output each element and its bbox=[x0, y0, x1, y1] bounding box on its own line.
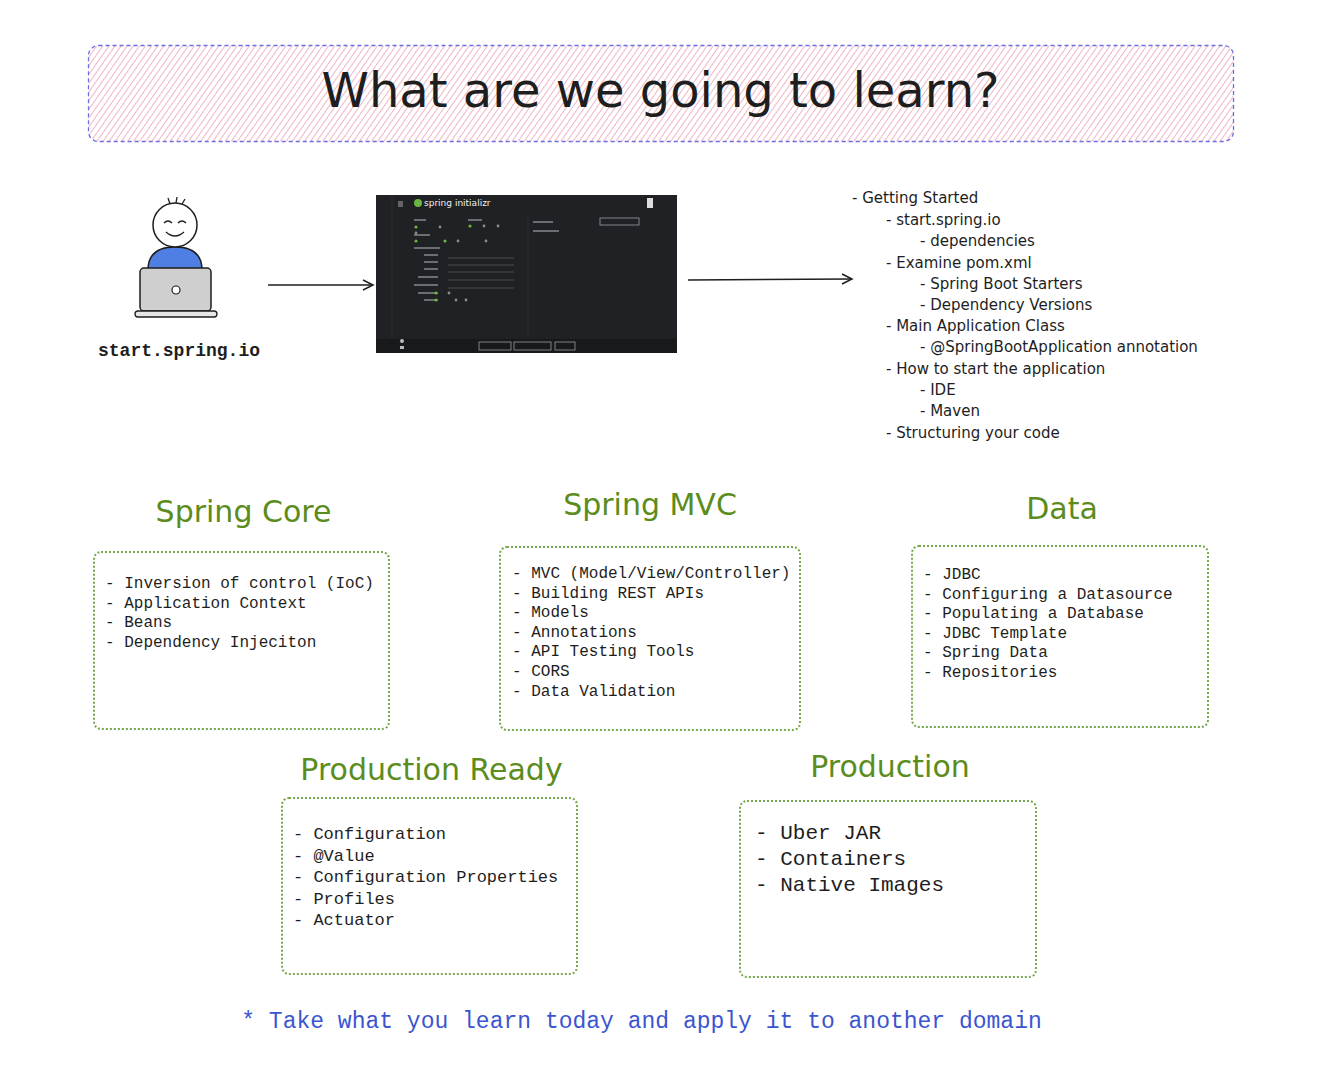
section-heading: Production Ready bbox=[223, 752, 640, 788]
person-eyes bbox=[164, 221, 186, 223]
form-labels bbox=[414, 219, 559, 301]
list-item: - MVC (Model/View/Controller) bbox=[512, 565, 790, 585]
person-head bbox=[153, 203, 197, 247]
sidebar-divider bbox=[392, 195, 393, 339]
section-box: Data- JDBC- Configuring a Datasource- Po… bbox=[911, 545, 1209, 728]
title-band bbox=[89, 46, 1234, 142]
person-figure bbox=[135, 197, 217, 317]
outline-item: - How to start the application bbox=[886, 359, 1105, 379]
list-item: - Annotations bbox=[512, 624, 637, 644]
section-box: Production Ready- Configuration- @Value-… bbox=[281, 797, 578, 975]
caption-text: * Take what you learn today and apply it… bbox=[0, 1007, 1283, 1037]
laptop-base bbox=[135, 311, 217, 317]
list-item: - Beans bbox=[105, 614, 172, 634]
theme-icon bbox=[647, 198, 653, 208]
list-item: - Configuration bbox=[293, 824, 446, 846]
outline-item: - Examine pom.xml bbox=[886, 253, 1032, 273]
list-item: - Configuration Properties bbox=[293, 867, 558, 889]
github-icon bbox=[400, 339, 404, 343]
section-heading: Data bbox=[853, 491, 1271, 527]
screenshot bbox=[376, 195, 677, 353]
list-item: - Actuator bbox=[293, 910, 395, 932]
add-button bbox=[600, 218, 639, 225]
outline-item: - Structuring your code bbox=[886, 423, 1060, 443]
section-box: Spring MVC- MVC (Model/View/Controller)-… bbox=[499, 546, 801, 731]
screenshot-ground bbox=[376, 195, 677, 353]
list-item: - Uber JAR bbox=[755, 821, 881, 847]
person-node: start.spring.io bbox=[95, 195, 265, 370]
section-heading: Production bbox=[681, 749, 1099, 785]
list-item: - Containers bbox=[755, 847, 906, 873]
layout-arrow bbox=[688, 274, 852, 284]
list-item: - API Testing Tools bbox=[512, 643, 694, 663]
person-hair bbox=[168, 197, 185, 204]
list-item: - Data Validation bbox=[512, 683, 675, 703]
outline-item: - dependencies bbox=[920, 231, 1035, 251]
section-heading: Spring MVC bbox=[441, 487, 859, 523]
screenshot-footer bbox=[376, 339, 677, 353]
list-item: - JDBC Template bbox=[923, 625, 1067, 645]
connector-line bbox=[268, 284, 373, 286]
outline-item: - Dependency Versions bbox=[920, 295, 1092, 315]
list-item: - @Value bbox=[293, 846, 375, 868]
list-item: - Models bbox=[512, 604, 589, 624]
radio-dots bbox=[414, 224, 471, 301]
person-smile bbox=[166, 232, 184, 236]
twitter-icon bbox=[400, 346, 404, 349]
arrow-head bbox=[363, 280, 373, 290]
list-item: - Native Images bbox=[755, 873, 944, 899]
connector-arrow bbox=[268, 280, 373, 290]
list-item: - Dependency Injeciton bbox=[105, 634, 316, 654]
site-label: start.spring.io bbox=[98, 340, 260, 362]
list-item: - Profiles bbox=[293, 889, 395, 911]
person-body bbox=[148, 247, 202, 270]
app-name: spring initializr bbox=[424, 198, 491, 209]
list-item: - Repositories bbox=[923, 664, 1057, 684]
outline-item: - Spring Boot Starters bbox=[920, 274, 1083, 294]
section-box: Spring Core- Inversion of control (IoC)-… bbox=[93, 551, 390, 730]
footer-buttons bbox=[479, 342, 575, 350]
outline-item: - @SpringBootApplication annotation bbox=[920, 337, 1198, 357]
screenshot-node: spring initializr bbox=[376, 195, 677, 353]
list-item: - CORS bbox=[512, 663, 570, 683]
outline-item: - start.spring.io bbox=[886, 210, 1001, 230]
outline-item: - Getting Started bbox=[852, 188, 978, 208]
outline-item: - IDE bbox=[920, 380, 956, 400]
laptop-screen bbox=[140, 268, 211, 311]
list-item: - Application Context bbox=[105, 595, 307, 615]
section-box: Production- Uber JAR- Containers- Native… bbox=[739, 800, 1037, 978]
list-item: - Inversion of control (IoC) bbox=[105, 575, 374, 595]
list-item: - Building REST APIs bbox=[512, 585, 704, 605]
outline-item: - Maven bbox=[920, 401, 980, 421]
outline-item: - Main Application Class bbox=[886, 316, 1065, 336]
spring-logo bbox=[414, 199, 422, 207]
form-fields bbox=[448, 258, 514, 288]
menu-icon bbox=[398, 202, 403, 206]
section-heading: Spring Core bbox=[35, 494, 452, 530]
radio-options bbox=[415, 225, 500, 302]
list-item: - Spring Data bbox=[923, 644, 1048, 664]
column-divider bbox=[528, 215, 529, 338]
arrow-head bbox=[842, 274, 852, 284]
list-item: - JDBC bbox=[923, 566, 981, 586]
laptop-logo bbox=[172, 286, 180, 294]
list-item: - Populating a Database bbox=[923, 605, 1144, 625]
list-item: - Configuring a Datasource bbox=[923, 586, 1173, 606]
arrow-line bbox=[688, 279, 851, 280]
title-text: What are we going to learn? bbox=[88, 62, 1233, 118]
